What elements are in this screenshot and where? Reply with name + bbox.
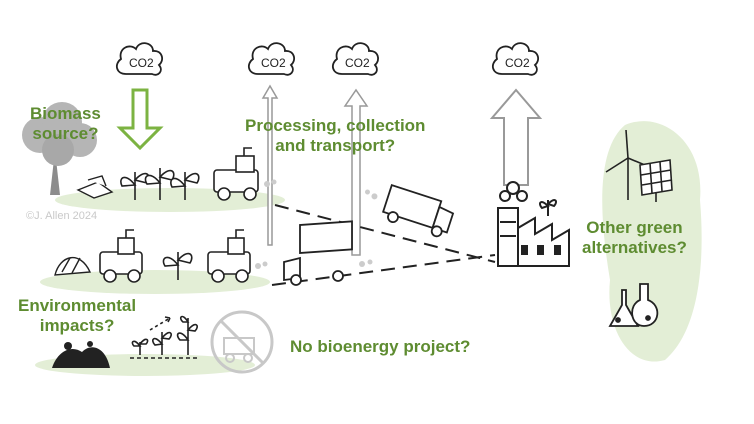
tree-icon [22,102,97,195]
co2-cloud-icon: CO2 [331,42,380,76]
absorption-arrow-icon [116,88,164,151]
harvester-icon [207,229,268,283]
transport-path-line [274,204,496,263]
emission-arrow-icon [343,88,369,256]
harvester-icon [99,229,143,283]
biomass-pile-icon [54,256,92,276]
transport-path-line [271,254,496,286]
factory-icon [497,181,570,267]
harvested-biomass-icon [76,175,114,199]
waste-pile-icon [52,341,110,368]
biomass-source-label: Biomass source? [30,104,101,143]
plant-icon [120,168,200,200]
plant-icon [162,252,193,280]
lab-flask-icon [608,283,659,327]
copyright-credit: ©J. Allen 2024 [26,210,98,222]
co2-cloud-icon: CO2 [247,42,296,76]
co2-text: CO2 [261,56,286,70]
no-bioenergy-label: No bioenergy project? [290,337,471,356]
emission-arrow-icon [261,84,279,246]
truck-icon [283,220,373,286]
solar-panel-icon [639,159,673,202]
harvester-icon [213,147,277,201]
environmental-impacts-label: Environmental impacts? [18,296,137,335]
no-project-icon [210,310,274,374]
seedling-growth-icon [130,315,200,359]
emission-arrow-icon [489,88,543,186]
co2-text: CO2 [345,56,370,70]
co2-cloud-icon: CO2 [491,42,540,76]
co2-cloud-icon: CO2 [115,42,164,76]
alternatives-background [602,121,702,362]
other-green-label: Other green alternatives? [582,218,687,257]
co2-text: CO2 [129,56,154,70]
truck-icon [364,184,455,238]
co2-text: CO2 [505,56,530,70]
processing-label: Processing, collection and transport? [245,116,426,155]
